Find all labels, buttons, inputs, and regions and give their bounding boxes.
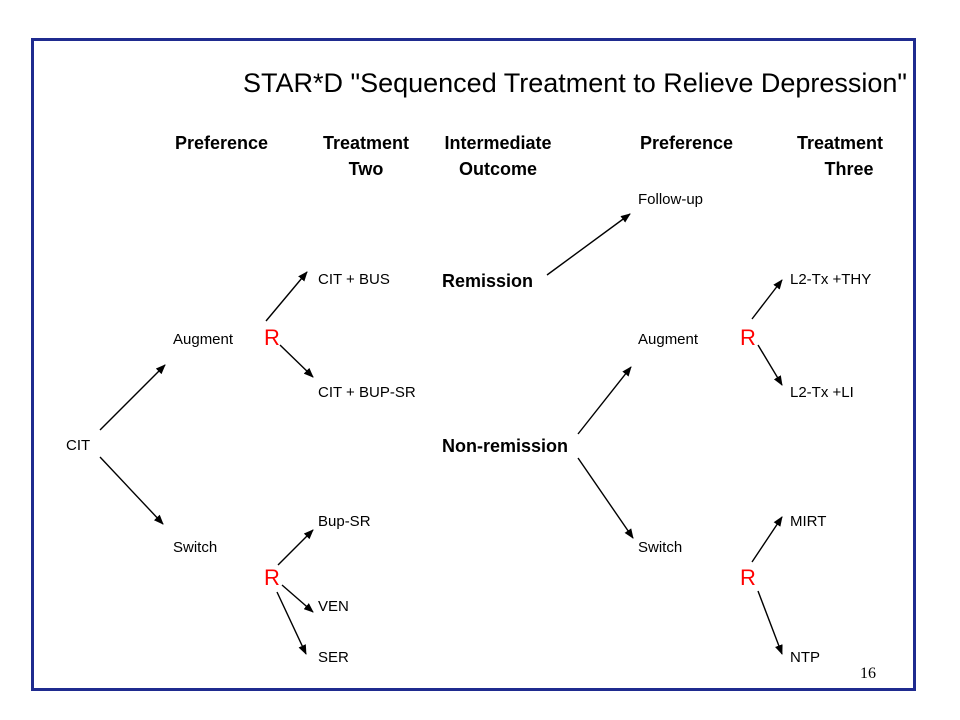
page-number: 16	[860, 665, 876, 682]
arrow-r2-to-l2tx-thy	[751, 279, 783, 320]
arrow-r-to-ven	[281, 584, 314, 613]
arrow-r2-to-l2tx-li	[757, 344, 783, 386]
node-ntp: NTP	[790, 649, 820, 666]
node-nonremission: Non-remission	[442, 436, 569, 456]
arrow-cit-to-augment	[99, 364, 166, 431]
randomize-marker-augment-1: R	[264, 325, 280, 350]
slide-title: STAR*D "Sequenced Treatment to Relieve D…	[243, 68, 907, 98]
node-l2tx-thy: L2-Tx +THY	[790, 271, 872, 288]
node-cit-bus: CIT + BUS	[318, 271, 390, 288]
node-switch-2: Switch	[638, 539, 683, 556]
node-followup: Follow-up	[638, 191, 704, 208]
node-switch-1: Switch	[173, 539, 218, 556]
node-mirt: MIRT	[790, 513, 827, 530]
node-augment-2: Augment	[638, 331, 699, 348]
arrow-r-to-cit-bus	[265, 271, 308, 322]
arrow-r-to-cit-bupsr	[279, 344, 314, 378]
arrow-remission-to-followup	[546, 213, 631, 276]
node-ven: VEN	[318, 598, 349, 615]
arrow-r-to-ser	[276, 591, 307, 655]
node-bupsr: Bup-SR	[318, 513, 371, 530]
node-ser: SER	[318, 649, 349, 666]
node-remission: Remission	[442, 271, 534, 291]
header-preference-2: Preference	[640, 133, 734, 153]
arrow-r-to-bupsr	[277, 529, 314, 566]
randomize-marker-augment-2: R	[740, 325, 756, 350]
node-augment-1: Augment	[173, 331, 234, 348]
randomize-marker-switch-1: R	[264, 565, 280, 590]
header-treatment-two: Treatment Two	[322, 133, 410, 179]
arrow-cit-to-switch	[99, 456, 164, 525]
arrow-r2-to-mirt	[751, 516, 783, 563]
header-treatment-three: Treatment Three	[796, 133, 884, 179]
slide-frame	[31, 38, 916, 691]
node-cit-bupsr: CIT + BUP-SR	[318, 384, 416, 401]
arrow-nonremission-to-switch	[577, 457, 634, 539]
node-cit: CIT	[66, 437, 91, 454]
node-l2tx-li: L2-Tx +LI	[790, 384, 854, 401]
header-preference-1: Preference	[175, 133, 269, 153]
arrow-nonremission-to-augment	[577, 366, 632, 435]
header-intermediate-outcome: Intermediate Outcome	[444, 133, 552, 179]
randomize-marker-switch-2: R	[740, 565, 756, 590]
arrow-r2-to-ntp	[757, 590, 783, 655]
